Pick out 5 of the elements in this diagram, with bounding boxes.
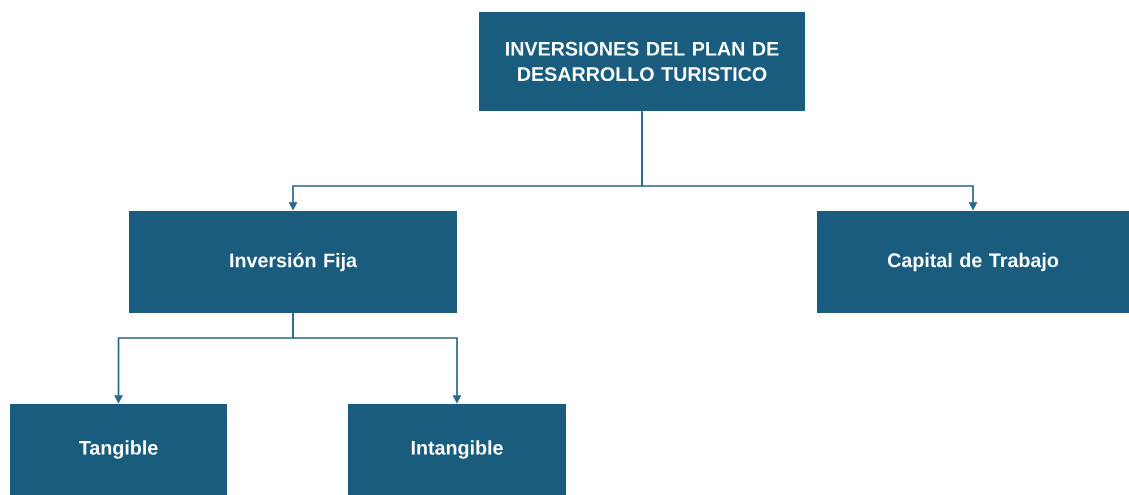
process-box: Intangible	[348, 404, 566, 495]
process-box: Inversión Fija	[129, 211, 457, 313]
process-box: Capital de Trabajo	[817, 211, 1129, 313]
process-box: Tangible	[10, 404, 228, 495]
process-box: INVERSIONES DEL PLAN DE DESARROLLO TURISTICO	[479, 12, 805, 111]
